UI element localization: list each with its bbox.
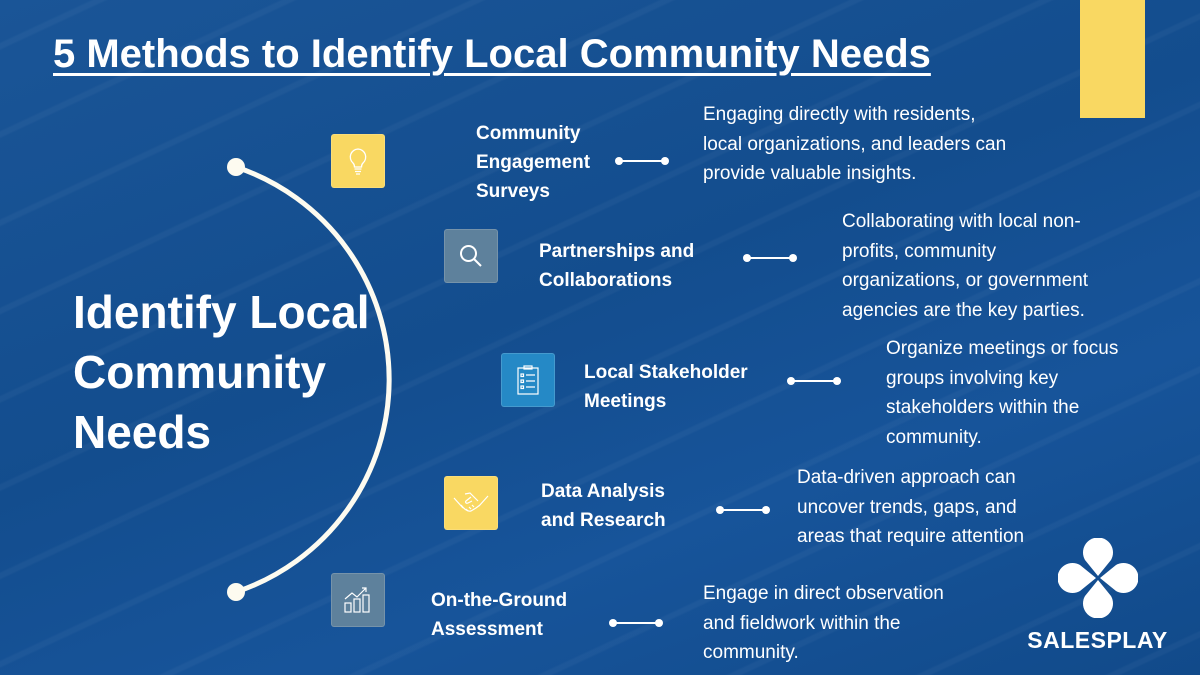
method-label-partnerships: Partnerships and Collaborations bbox=[539, 237, 694, 295]
arc-end-dot bbox=[227, 583, 245, 601]
desc-line: groups involving key bbox=[886, 367, 1059, 389]
label-line: Partnerships and bbox=[539, 241, 695, 262]
clipboard-checklist-icon bbox=[501, 353, 555, 407]
desc-line: Data-driven approach can bbox=[797, 467, 1016, 488]
connector-line bbox=[787, 377, 841, 385]
connector-line bbox=[716, 506, 770, 514]
desc-line: provide valuable insights. bbox=[703, 163, 917, 184]
desc-line: organizations, or government bbox=[842, 270, 1089, 291]
desc-line: agencies are the key parties. bbox=[842, 299, 1085, 321]
label-line: and Research bbox=[541, 510, 666, 531]
method-description: Data-driven approach can uncover trends,… bbox=[797, 463, 1024, 552]
desc-line: profits, community bbox=[842, 240, 997, 262]
label-line: Data Analysis bbox=[541, 481, 665, 502]
method-label-community-engagement-surveys: Community Engagement Surveys bbox=[476, 119, 590, 206]
label-line: Collaborations bbox=[539, 270, 673, 291]
yellow-accent-bar bbox=[1080, 0, 1145, 118]
bar-chart-growth-icon bbox=[331, 573, 385, 627]
connector-line bbox=[609, 619, 663, 627]
center-title-line: Needs bbox=[73, 406, 212, 458]
label-line: On-the-Ground bbox=[431, 590, 568, 611]
arc-line bbox=[235, 164, 392, 595]
desc-line: Organize meetings or focus bbox=[886, 338, 1119, 359]
desc-line: areas that require attention bbox=[797, 526, 1025, 547]
method-label-on-the-ground: On-the-Ground Assessment bbox=[431, 586, 567, 644]
salesplay-logo: SALESPLAY bbox=[1025, 537, 1170, 654]
method-description: Collaborating with local non- profits, c… bbox=[842, 207, 1088, 325]
label-line: Assessment bbox=[431, 619, 543, 640]
desc-line: uncover trends, gaps, and bbox=[797, 496, 1017, 518]
center-title-line: Identify Local bbox=[73, 286, 370, 338]
connector-line bbox=[615, 157, 669, 165]
handshake-icon bbox=[444, 476, 498, 530]
method-description: Organize meetings or focus groups involv… bbox=[886, 334, 1118, 452]
arc-end-dot bbox=[227, 158, 245, 176]
label-line: Surveys bbox=[476, 181, 550, 202]
connector-line bbox=[743, 254, 797, 262]
desc-line: Engage in direct observation bbox=[703, 583, 944, 604]
magnifier-icon bbox=[444, 229, 498, 283]
desc-line: Engaging directly with residents, bbox=[703, 104, 976, 125]
desc-line: community. bbox=[703, 642, 799, 663]
label-line: Meetings bbox=[584, 391, 667, 412]
method-description: Engaging directly with residents, local … bbox=[703, 100, 1006, 189]
desc-line: local organizations, and leaders can bbox=[703, 133, 1007, 155]
lightbulb-icon bbox=[331, 134, 385, 188]
desc-line: stakeholders within the bbox=[886, 397, 1080, 418]
label-line: Engagement bbox=[476, 152, 591, 173]
desc-line: Collaborating with local non- bbox=[842, 211, 1081, 232]
method-label-stakeholder-meetings: Local Stakeholder Meetings bbox=[584, 358, 748, 416]
method-description: Engage in direct observation and fieldwo… bbox=[703, 579, 944, 668]
page-title: 5 Methods to Identify Local Community Ne… bbox=[53, 32, 931, 76]
label-line: Community bbox=[476, 123, 581, 144]
desc-line: and fieldwork within the bbox=[703, 612, 901, 634]
clover-logo-icon bbox=[1057, 537, 1138, 619]
label-line: Local Stakeholder bbox=[584, 362, 748, 383]
center-title: Identify Local Community Needs bbox=[73, 282, 369, 462]
logo-text: SALESPLAY bbox=[1027, 627, 1168, 653]
center-title-line: Community bbox=[73, 346, 326, 398]
desc-line: community. bbox=[886, 426, 982, 448]
method-label-data-analysis: Data Analysis and Research bbox=[541, 477, 666, 535]
